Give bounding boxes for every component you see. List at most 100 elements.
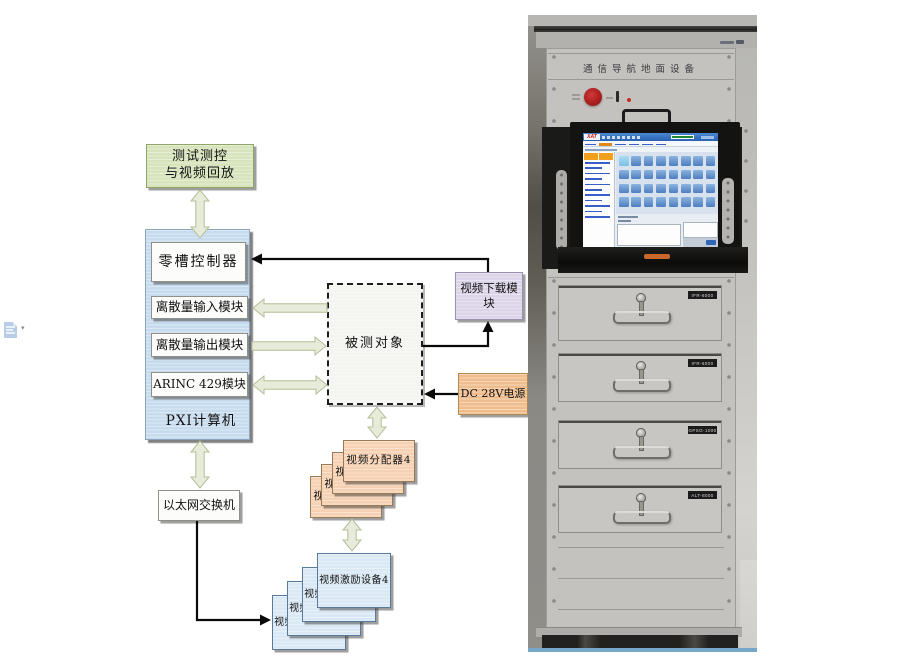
left-panel-row[interactable] — [585, 205, 610, 207]
screen-grid-button[interactable] — [705, 169, 716, 180]
doc-icon-line — [6, 329, 13, 331]
screen-grid-button[interactable] — [668, 156, 679, 166]
drawer-4[interactable]: ALT-8000 — [558, 485, 722, 533]
node-discrete-input: 离散量输入模块 — [151, 296, 248, 319]
line-ethernet-to-stimulus — [195, 521, 265, 622]
photo-floor-corner — [740, 560, 757, 652]
node-slot0-label: 零槽控制器 — [158, 253, 239, 270]
left-panel-row[interactable] — [585, 172, 610, 175]
screen-grid-button[interactable] — [656, 156, 666, 166]
left-panel-row[interactable] — [585, 199, 602, 202]
drawer-handle[interactable] — [613, 311, 671, 324]
rack-top-lower — [536, 32, 757, 48]
left-panel-row[interactable] — [585, 178, 602, 180]
screen-bottom-button[interactable] — [706, 240, 716, 245]
node-pxi-label: PXI计算机 — [151, 410, 251, 434]
screen-toolbar2 — [583, 147, 718, 152]
screen-grid-button[interactable] — [681, 197, 691, 207]
screen-grid-button[interactable] — [619, 169, 629, 180]
screen-grid-button[interactable] — [631, 156, 641, 166]
panel-seam — [548, 53, 734, 54]
screen-grid-button[interactable] — [705, 197, 716, 207]
left-panel-row[interactable] — [585, 162, 610, 164]
rack-casters — [542, 635, 738, 648]
left-panel-row[interactable] — [585, 167, 602, 169]
drawer-3[interactable]: GPSG-1000 — [558, 420, 722, 469]
arrowhead-left-dut — [424, 388, 435, 400]
screen-grid-button[interactable] — [619, 156, 629, 166]
screen-grid-button[interactable] — [643, 169, 654, 180]
screen-grid-button[interactable] — [656, 169, 666, 180]
screen-grid-button[interactable] — [681, 169, 691, 180]
left-panel-row[interactable] — [585, 216, 610, 218]
node-ethernet-switch-label: 以太网交换机 — [162, 497, 235, 512]
floor-line — [528, 648, 757, 652]
screen-grid-button[interactable] — [656, 183, 666, 194]
doc-icon-line — [6, 326, 15, 328]
node-arinc429-label: ARINC 429模块 — [153, 376, 246, 391]
screen-grid-button[interactable] — [619, 183, 629, 194]
screen-grid-button[interactable] — [656, 197, 666, 207]
menu-item — [629, 143, 639, 145]
node-arinc429: ARINC 429模块 — [151, 372, 248, 397]
screen-grid-button[interactable] — [681, 156, 691, 166]
panel-seam — [558, 609, 724, 610]
drawer-handle[interactable] — [613, 379, 671, 392]
screen-grid-button[interactable] — [668, 169, 679, 180]
screen-grid-button[interactable] — [681, 183, 691, 194]
screen-grid-button[interactable] — [643, 156, 654, 166]
screen-grid-button[interactable] — [631, 197, 641, 207]
node-ethernet-switch: 以太网交换机 — [158, 490, 240, 521]
emergency-stop-button[interactable] — [584, 88, 602, 106]
rack-top — [528, 15, 757, 26]
left-panel-row[interactable] — [585, 194, 610, 196]
screen-grid-button[interactable] — [631, 183, 641, 194]
node-discrete-output: 离散量输出模块 — [151, 333, 248, 357]
panel-seam — [548, 277, 734, 278]
left-panel-row[interactable] — [585, 183, 610, 186]
screen-progressbar — [671, 135, 694, 139]
node-dut-label: 被测对象 — [344, 335, 405, 351]
margin-dropdown-arrow[interactable]: ▾ — [21, 324, 25, 332]
monitor-tray — [558, 247, 748, 273]
drawer-label: GPSG-1000 — [688, 426, 717, 434]
screen-grid-button[interactable] — [631, 169, 641, 180]
screen-grid-button[interactable] — [668, 183, 679, 194]
drawer-1[interactable]: IFR-6000 — [558, 285, 722, 341]
stack-video-splitter-1: 视频分配器4 — [343, 440, 415, 482]
brand-mark-2 — [736, 40, 744, 44]
button-label — [572, 98, 580, 100]
menu-item — [615, 143, 626, 145]
left-panel-row[interactable] — [585, 189, 602, 191]
screen-grid-button[interactable] — [693, 169, 703, 180]
screen-grid-button[interactable] — [619, 197, 629, 207]
screen-grid-button[interactable] — [693, 197, 703, 207]
screen-grid-button[interactable] — [643, 183, 654, 194]
menu-item — [585, 143, 596, 145]
screen-grid-button[interactable] — [643, 197, 654, 207]
screen-grid-button[interactable] — [705, 156, 716, 166]
screen-grid-button[interactable] — [705, 183, 716, 194]
screen-grid-button[interactable] — [693, 156, 703, 166]
screen-toolbar-icons — [602, 135, 640, 139]
toggle-switch[interactable] — [616, 91, 619, 102]
margin-comment-icon[interactable] — [4, 322, 17, 338]
menu-item — [642, 143, 653, 145]
drawer-2[interactable]: IFR-6000 — [558, 353, 722, 402]
drawer-handle[interactable] — [613, 511, 671, 524]
node-slot0-controller: 零槽控制器 — [151, 242, 246, 282]
connector-strip-right — [722, 178, 734, 244]
stack-label: 视频分配器4 — [346, 454, 412, 467]
arrow-arinc-dut — [252, 374, 328, 396]
screen-grid-button[interactable] — [693, 183, 703, 194]
left-panel-row[interactable] — [585, 210, 602, 213]
arrow-dut-to-input — [252, 297, 328, 319]
node-video-download-line1: 视频下载模 — [460, 281, 518, 296]
toolbar-text — [585, 149, 617, 151]
screen-grid-button[interactable] — [668, 197, 679, 207]
drawer-handle[interactable] — [613, 446, 671, 459]
node-discrete-output-label: 离散量输出模块 — [155, 336, 244, 352]
node-discrete-input-label: 离散量输入模块 — [155, 299, 244, 315]
stack-video-stimulus-1: 视频激励设备4 — [317, 553, 391, 608]
